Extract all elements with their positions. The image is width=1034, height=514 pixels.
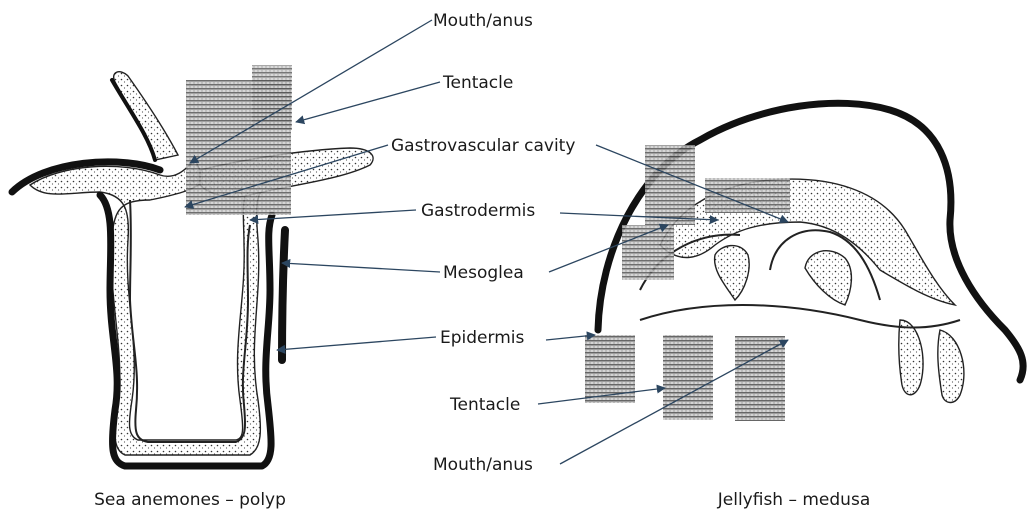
medusa-manubrium-left [715,246,750,300]
label-tentacle-bottom: Tentacle [449,395,520,415]
medusa-mesoglea [660,179,955,305]
medusa-margin-line [640,305,960,328]
labels: Mouth/anus Tentacle Gastrovascular cavit… [391,11,575,475]
label-mesoglea: Mesoglea [443,263,524,283]
label-mouth-anus-top: Mouth/anus [433,11,533,31]
medusa-manubrium-right [805,251,851,305]
polyp-right-wall [282,230,285,360]
leader-epidermis-polyp [277,337,436,350]
polyp-left-tentacle [114,72,178,160]
label-tentacle-top: Tentacle [442,73,513,93]
medusa-tentacle-3 [735,336,785,421]
label-gastrovascular-cavity: Gastrovascular cavity [391,136,575,156]
polyp-tentacle-blur-b [252,65,292,130]
label-mouth-anus-bottom: Mouth/anus [433,455,533,475]
medusa-tentacle-2 [663,335,713,420]
medusa-blur-top [645,145,695,225]
medusa-right-tentacle [899,320,923,395]
caption-polyp: Sea anemones – polyp [94,490,286,510]
label-gastrodermis: Gastrodermis [421,201,535,221]
medusa-blur-mid [705,178,790,213]
medusa-illustration [585,103,1023,421]
caption-medusa: Jellyfish – medusa [717,490,871,510]
medusa-far-right-tentacle [938,330,964,403]
leader-mesoglea-polyp [282,263,440,272]
polyp-gastrodermis-line [130,200,250,442]
label-epidermis: Epidermis [440,328,524,348]
